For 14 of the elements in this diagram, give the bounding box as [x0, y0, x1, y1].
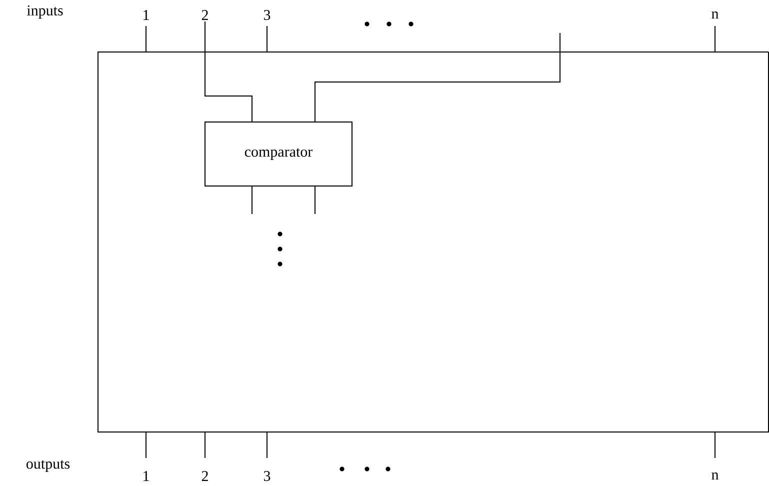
output-number: n — [712, 472, 719, 480]
output-number: 1 — [144, 471, 149, 481]
process-box: comparator — [204, 122, 352, 186]
input-number: 3 — [264, 10, 270, 20]
outputs-label: outputs — [26, 460, 70, 472]
wire — [204, 20, 252, 122]
input-number: 2 — [202, 10, 208, 20]
system-box — [98, 52, 769, 432]
wire — [314, 32, 560, 122]
output-number: 3 — [264, 470, 270, 482]
inputs-label: inputs — [26, 5, 63, 19]
output-number: 2 — [202, 471, 208, 481]
input-number: 1 — [144, 10, 149, 20]
input-number: n — [712, 11, 719, 19]
